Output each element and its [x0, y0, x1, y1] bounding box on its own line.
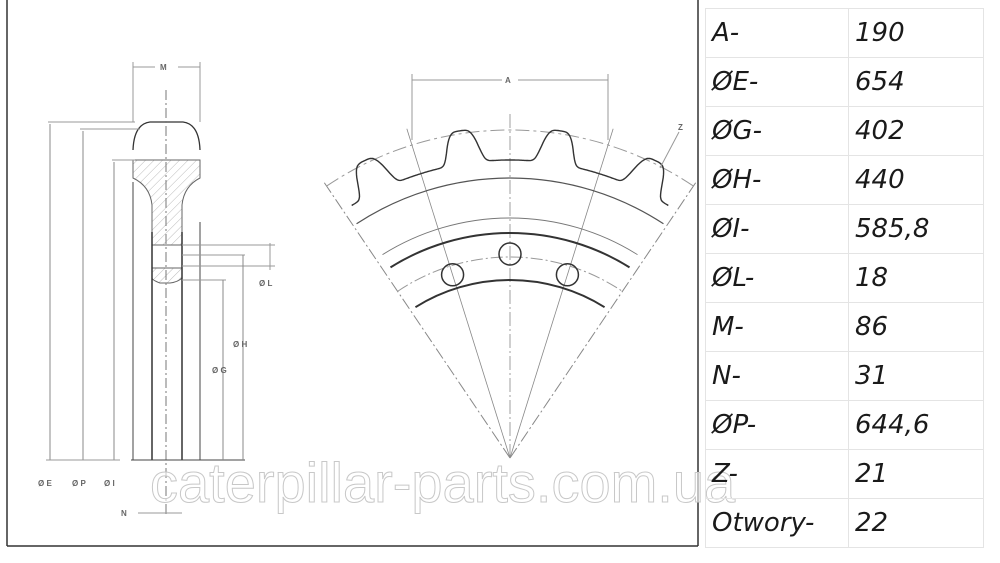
radial-line	[406, 128, 511, 459]
spec-value: 86	[848, 302, 984, 352]
label-m: M	[160, 63, 167, 72]
label-z: Z	[678, 123, 683, 132]
label-h: Ø H	[233, 340, 247, 349]
rim-arc	[356, 177, 664, 225]
label-g: Ø G	[212, 366, 227, 375]
bolt-circle	[397, 256, 623, 292]
spec-row: ØE-654	[705, 57, 984, 107]
sector-edge	[322, 179, 511, 459]
spec-value: 18	[848, 253, 984, 303]
spec-key: N-	[705, 351, 849, 401]
bolt-hole	[440, 263, 465, 287]
spec-value: 21	[848, 449, 984, 499]
spec-row: ØH-440	[705, 155, 984, 205]
label-e: Ø E	[38, 479, 52, 488]
side-view-labels: M Ø E Ø P Ø I N Ø L Ø H Ø G	[38, 63, 272, 518]
flange-inner-arc	[414, 279, 606, 309]
spec-row: M-86	[705, 302, 984, 352]
spec-key: ØG-	[705, 106, 849, 156]
radial-line	[509, 128, 614, 459]
spec-row: N-31	[705, 351, 984, 401]
spec-row: ØI-585,8	[705, 204, 984, 254]
spec-key: ØP-	[705, 400, 849, 450]
spec-key: ØH-	[705, 155, 849, 205]
spec-key: ØE-	[705, 57, 849, 107]
spec-key: Z-	[705, 449, 849, 499]
spec-row: ØP-644,6	[705, 400, 984, 450]
spec-key: Otwory-	[705, 498, 849, 548]
spec-key: ØI-	[705, 204, 849, 254]
spec-row: ØG-402	[705, 106, 984, 156]
sprocket-teeth-profile	[351, 129, 669, 207]
spec-key: A-	[705, 8, 849, 58]
front-view-labels: A Z	[411, 74, 683, 169]
web-arc	[382, 217, 638, 256]
spec-value: 440	[848, 155, 984, 205]
bolt-hole	[498, 242, 522, 266]
side-view	[46, 62, 275, 515]
spec-key: M-	[705, 302, 849, 352]
spec-row: ØL-18	[705, 253, 984, 303]
flange-outer-arc	[389, 232, 631, 269]
sector-edge	[509, 179, 698, 459]
spec-value: 654	[848, 57, 984, 107]
spec-key: ØL-	[705, 253, 849, 303]
spec-value: 644,6	[848, 400, 984, 450]
spec-row: A-190	[705, 8, 984, 58]
spec-value: 22	[848, 498, 984, 548]
spec-value: 31	[848, 351, 984, 401]
spec-value: 402	[848, 106, 984, 156]
label-l: Ø L	[259, 279, 272, 288]
label-p: Ø P	[72, 479, 86, 488]
spec-row: Otwory-22	[705, 498, 984, 548]
bolt-hole	[555, 263, 580, 287]
front-view-sector	[322, 113, 698, 459]
watermark: caterpillar-parts.com.ua	[150, 451, 736, 514]
label-a: A	[505, 76, 511, 85]
drawing-frame	[6, 0, 699, 547]
spec-value: 190	[848, 8, 984, 58]
label-n: N	[121, 509, 127, 518]
spec-value: 585,8	[848, 204, 984, 254]
label-i: Ø I	[104, 479, 115, 488]
spec-row: Z-21	[705, 449, 984, 499]
